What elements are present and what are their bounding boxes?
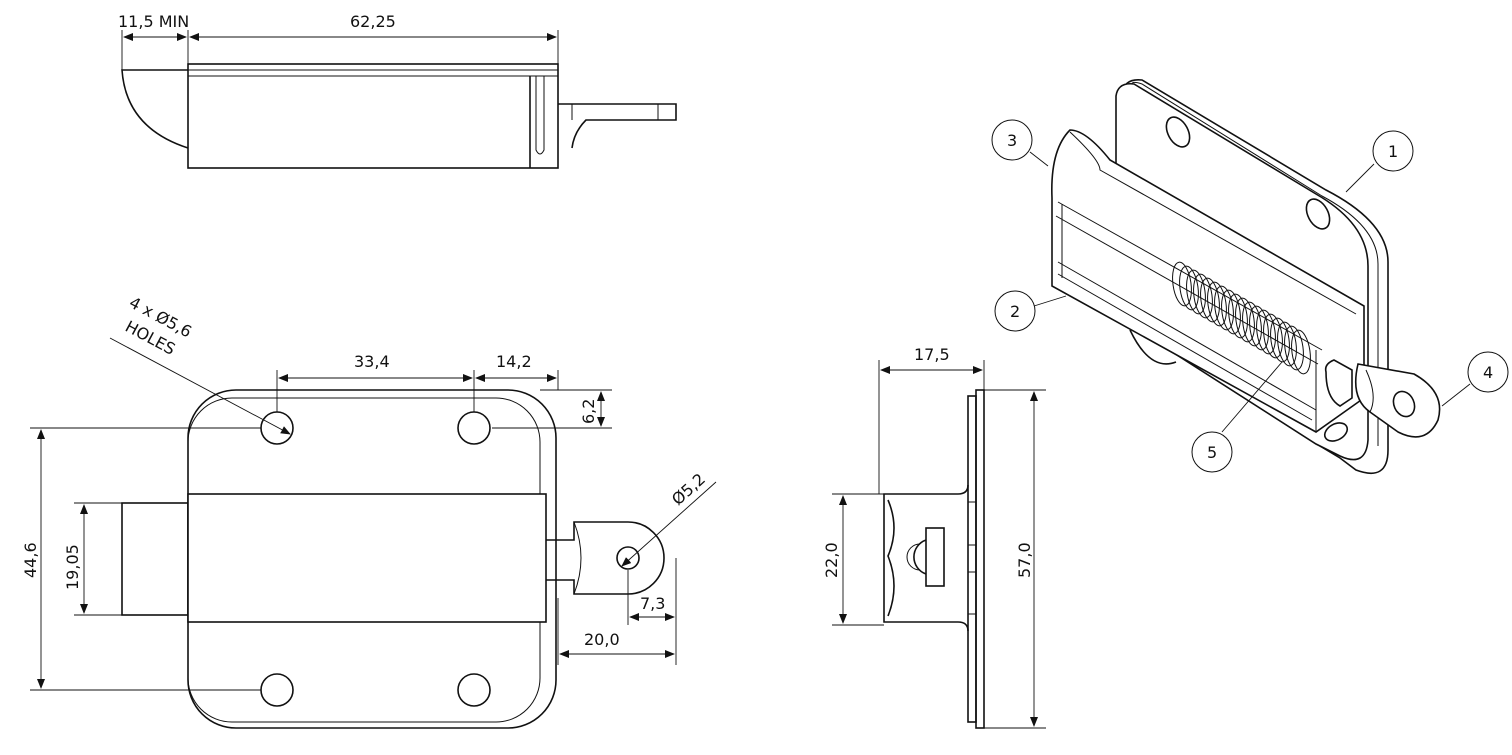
spring [1172, 261, 1311, 375]
dim-side-depth: 17,5 [914, 345, 950, 364]
isometric-view [1051, 78, 1441, 475]
dim-hole-offset-y: 6,2 [579, 399, 598, 424]
dim-hole-spacing-x: 33,4 [354, 352, 390, 371]
top-view [121, 63, 677, 169]
dim-eye-hole: Ø5,2 [668, 469, 709, 509]
dim-bolt-width: 19,05 [63, 544, 82, 590]
balloon-4-label: 4 [1483, 363, 1493, 382]
balloon-callouts: 1 2 3 4 5 [991, 119, 1509, 473]
dim-top-length: 62,25 [350, 12, 396, 31]
dim-hole-offset-x: 14,2 [496, 352, 532, 371]
side-view [883, 389, 985, 729]
balloon-1 [1372, 130, 1414, 172]
balloon-2 [994, 290, 1036, 332]
balloon-2-label: 2 [1010, 302, 1020, 321]
balloon-5 [1191, 431, 1233, 473]
balloon-5-label: 5 [1207, 443, 1217, 462]
side-dimensions: 17,5 22,0 57,0 [822, 345, 1046, 729]
dim-side-height: 57,0 [1015, 542, 1034, 578]
dim-eye-reach: 20,0 [584, 630, 620, 649]
dim-overall-height: 44,6 [21, 542, 40, 578]
balloon-1-label: 1 [1388, 142, 1398, 161]
top-dimensions: 11,5 MIN 62,25 [118, 12, 559, 70]
balloon-3-label: 3 [1007, 131, 1017, 150]
dim-eye-radius: 7,3 [640, 594, 665, 613]
balloon-4 [1467, 351, 1509, 393]
front-dimensions: 33,4 14,2 6,2 44,6 19,05 4 x Ø5,6 HOLES … [21, 293, 717, 691]
dim-top-offset: 11,5 MIN [118, 12, 189, 31]
dim-side-width: 22,0 [822, 542, 841, 578]
front-view [121, 389, 665, 729]
balloon-3 [991, 119, 1033, 161]
